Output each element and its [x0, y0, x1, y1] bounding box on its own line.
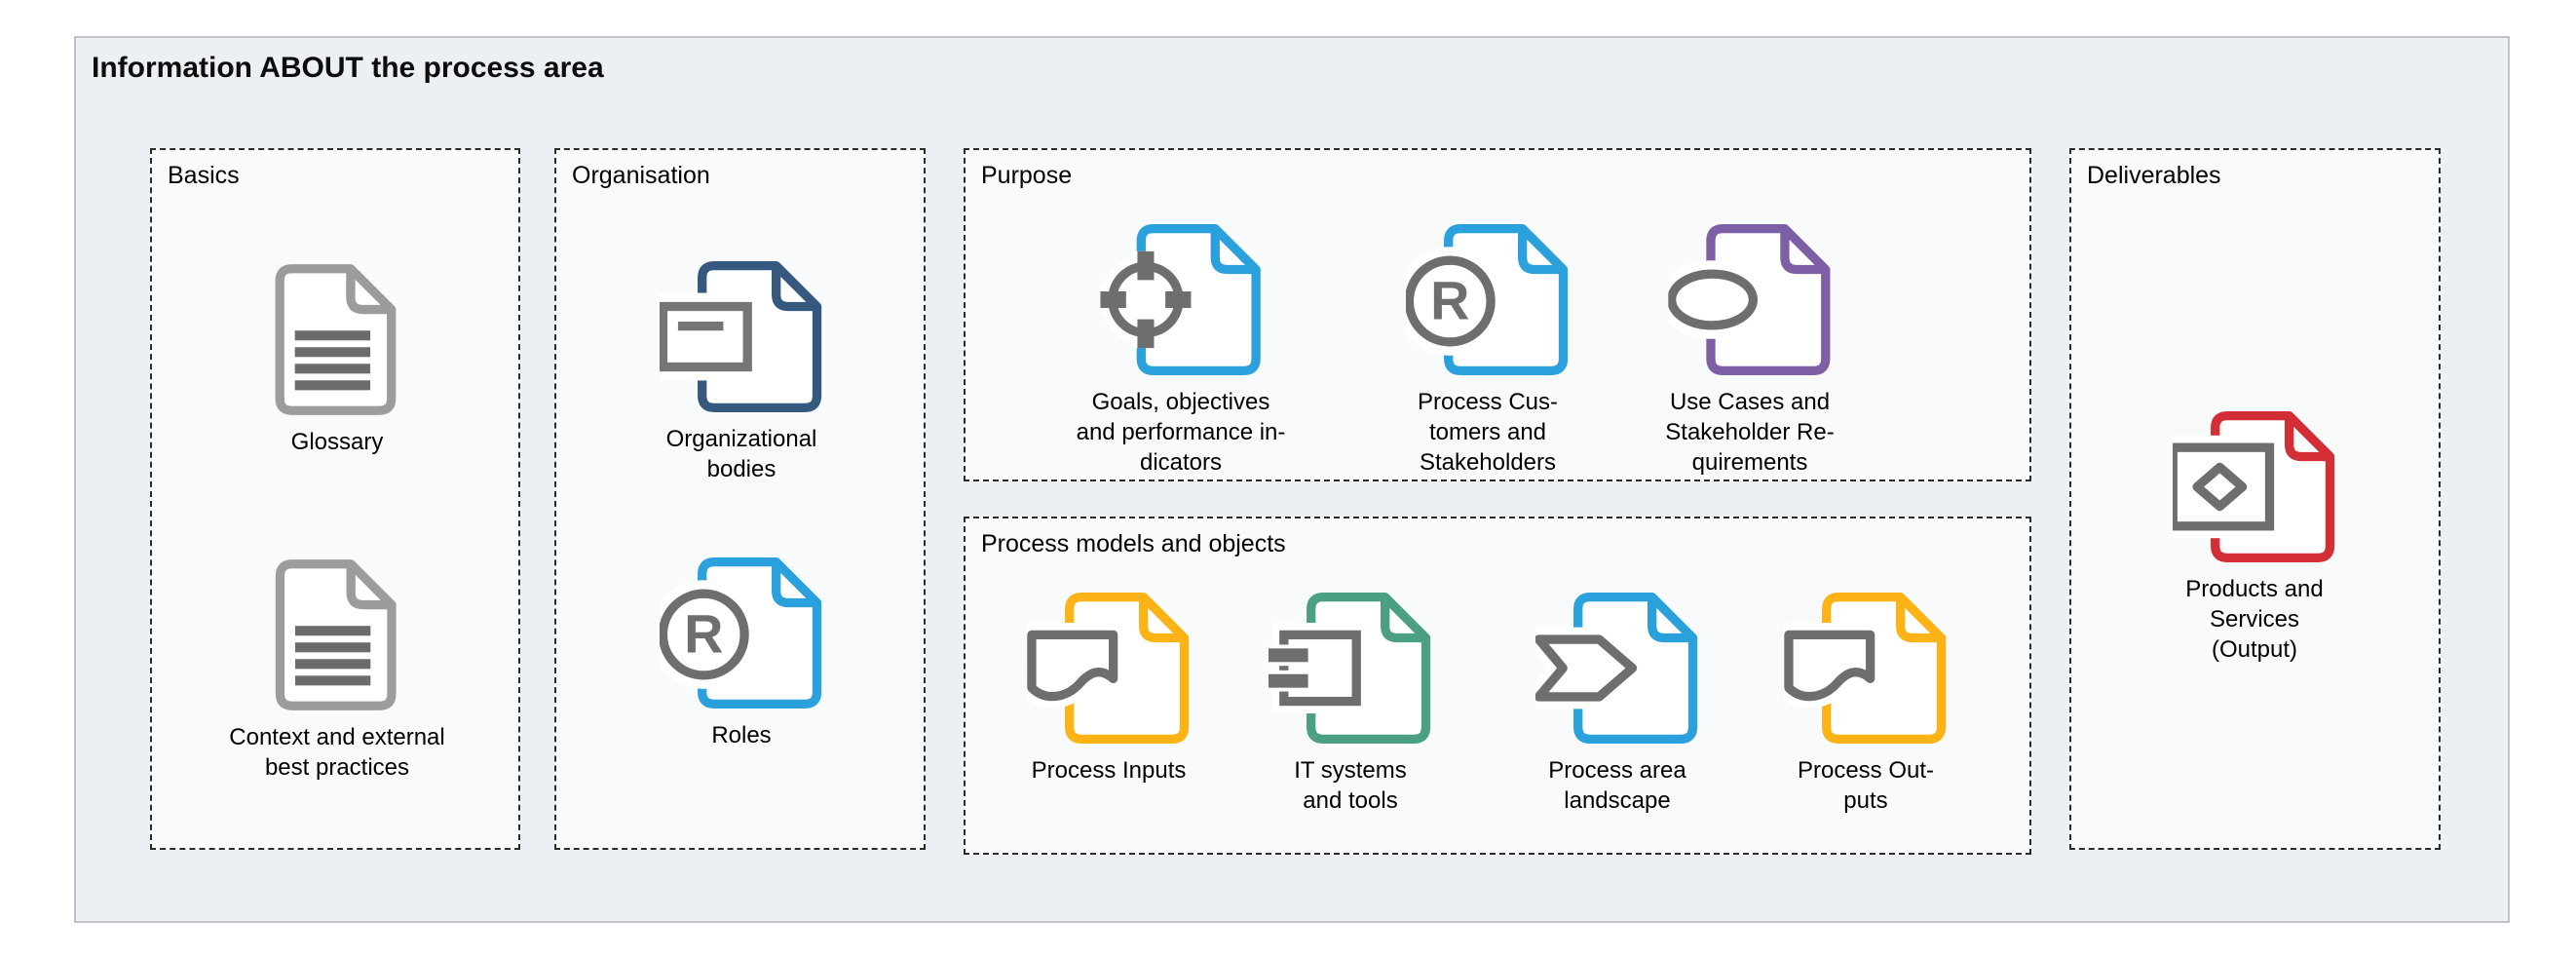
- item-label: Goals, objectives and performance in- di…: [1076, 389, 1286, 476]
- text-document-icon: [274, 559, 400, 710]
- item-roles[interactable]: R Roles: [649, 557, 823, 750]
- diamond-document-icon: [2160, 411, 2336, 562]
- process-area-panel: Information ABOUT the process area Basic…: [74, 36, 2510, 923]
- item-label: Roles: [711, 722, 772, 748]
- group-box-process-models-and-objects: Process models and objects Process Input…: [964, 517, 2031, 855]
- item-organizational-bodies[interactable]: Organizational bodies: [649, 261, 823, 484]
- item-label: Organizational bodies: [665, 426, 817, 482]
- item-use-cases-and-stakeholder-requirements[interactable]: Use Cases and Stakeholder Re- quirements: [1657, 224, 1835, 478]
- text-document-icon: [274, 264, 400, 415]
- item-process-area-landscape[interactable]: Process area landscape: [1526, 593, 1699, 816]
- registered-circle-document-icon: R: [649, 557, 823, 709]
- group-title-basics: Basics: [168, 162, 240, 189]
- flow-document-icon: [1019, 593, 1191, 744]
- item-glossary[interactable]: Glossary: [274, 264, 400, 457]
- group-box-deliverables: Deliverables Products and Services (Outp…: [2069, 148, 2441, 850]
- page-title: Information ABOUT the process area: [92, 52, 604, 84]
- note-card-document-icon: [649, 261, 823, 412]
- target-document-icon: [1099, 224, 1263, 375]
- item-label: Products and Services (Output): [2185, 576, 2324, 663]
- flow-document-icon: [1776, 593, 1948, 744]
- group-box-basics: Basics Glossary Context and external bes…: [150, 148, 520, 850]
- registered-circle-document-icon: R: [1395, 224, 1570, 375]
- item-context-and-external-best-practices[interactable]: Context and external best practices: [229, 559, 445, 783]
- chevron-document-icon: [1526, 593, 1699, 744]
- item-label: Process Inputs: [1031, 757, 1187, 784]
- group-title-organisation: Organisation: [572, 162, 710, 189]
- svg-text:R: R: [684, 603, 723, 665]
- item-label: Use Cases and Stakeholder Re- quirements: [1665, 389, 1835, 476]
- item-label: IT systems and tools: [1294, 757, 1407, 814]
- item-goals-objectives-performance-indicators[interactable]: Goals, objectives and performance in- di…: [1076, 224, 1286, 478]
- group-title-purpose: Purpose: [981, 162, 1073, 189]
- item-label: Process Cus- tomers and Stakeholders: [1417, 389, 1559, 476]
- component-document-icon: [1262, 593, 1432, 744]
- svg-text:R: R: [1430, 270, 1469, 331]
- item-it-systems-and-tools[interactable]: IT systems and tools: [1262, 593, 1432, 816]
- item-process-outputs[interactable]: Process Out- puts: [1776, 593, 1948, 816]
- item-process-customers-and-stakeholders[interactable]: R Process Cus- tomers and Stakeholders: [1395, 224, 1570, 478]
- item-label: Process area landscape: [1548, 757, 1686, 814]
- group-box-purpose: Purpose Goals, objectives and performanc…: [964, 148, 2031, 481]
- group-title-deliverables: Deliverables: [2087, 162, 2221, 189]
- item-process-inputs[interactable]: Process Inputs: [1019, 593, 1191, 786]
- ellipse-document-icon: [1657, 224, 1832, 375]
- group-title-process-models: Process models and objects: [981, 530, 1286, 557]
- group-box-organisation: Organisation Organizational bodies R Rol…: [554, 148, 926, 850]
- item-label: Context and external best practices: [229, 724, 445, 781]
- item-label: Glossary: [290, 429, 384, 455]
- item-label: Process Out- puts: [1797, 757, 1935, 814]
- item-products-and-services-output[interactable]: Products and Services (Output): [2160, 411, 2336, 665]
